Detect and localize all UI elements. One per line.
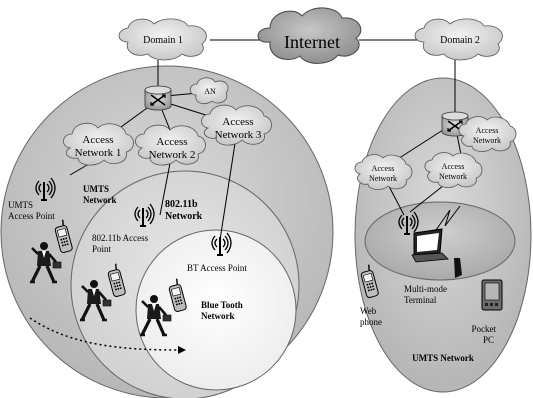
access-network-3: Access Network 3 [201,104,272,146]
access-network-2-line2: Network 2 [149,149,196,161]
bt-network-label-line2: Network [201,311,235,321]
domain2-label: Domain 2 [440,35,480,46]
cloud-icon [135,124,206,166]
bt-access-point-label: BT Access Point [187,263,247,273]
cloud-icon [424,152,483,188]
terminal-label-line1: Multi-mode [404,284,447,294]
domain1-label: Domain 1 [143,35,183,46]
right-access-network-top: Access Network [458,116,517,152]
router-icon [144,85,172,111]
right-access-network-top-line1: Access [476,126,499,135]
umts-network-label-line2: Network [83,195,117,205]
right-access-network-top-line2: Network [473,136,501,145]
access-network-3-line2: Network 3 [215,129,262,141]
right-access-network-left-line2: Network [369,174,397,183]
right-access-network-left: Access Network [354,154,413,190]
cloud-icon [354,154,413,190]
wlan-access-point-line1: 802.11b Access [92,233,149,243]
umts-network-label-line1: UMTS [83,184,109,194]
access-network-3-line1: Access [222,116,253,128]
terminal-label-line2: Terminal [404,295,437,305]
mobility-path-arrow [29,317,179,351]
access-network-1: Access Network 1 [63,122,134,166]
bt-network-label-line1: Blue Tooth [201,300,243,310]
cloud-icon [201,104,272,146]
pocket-pc-label-line2: PC [483,335,494,345]
cloud-icon [458,116,517,152]
cloud-icon [414,18,503,61]
cloud-icon [189,77,229,105]
cloud-icon [257,7,362,64]
umts-access-point-line1: UMTS [8,200,33,210]
cloud-icon [118,18,207,61]
signal-zigzag-icon [435,205,461,231]
pocket-pc-label-line1: Pocket [472,324,497,334]
wlan-network-label-line1: 802.11b [165,199,198,210]
access-network-2: Access Network 2 [135,124,206,166]
access-network-2-line1: Access [156,136,187,148]
cloud-icon [63,122,134,166]
umts-access-point-line2: Access Point [8,211,55,221]
wlan-access-point-line2: Point [92,244,112,254]
arrow-head-icon [178,346,186,354]
domain1-cloud: Domain 1 [118,18,207,61]
left-domain-area [0,65,334,398]
domain2-cloud: Domain 2 [414,18,503,61]
right-umts-network-label: UMTS Network [412,353,474,363]
pda-icon [481,279,503,311]
an-cloud: AN [189,77,229,105]
right-access-network-mid-line2: Network [439,172,467,181]
stylus-user-hand-icon [454,258,462,278]
an-label: AN [204,87,216,96]
web-phone-label-line2: phone [360,317,382,327]
access-network-1-line1: Access [82,134,113,146]
right-access-network-left-line1: Access [372,164,395,173]
wlan-network-label-line2: Network [165,211,203,222]
right-access-network-mid: Access Network [424,152,483,188]
right-access-network-mid-line1: Access [442,162,465,171]
access-network-1-line2: Network 1 [75,147,122,159]
internet-cloud: Internet [257,7,362,64]
web-phone-label-line1: Web [360,306,377,316]
internet-label: Internet [284,32,340,52]
